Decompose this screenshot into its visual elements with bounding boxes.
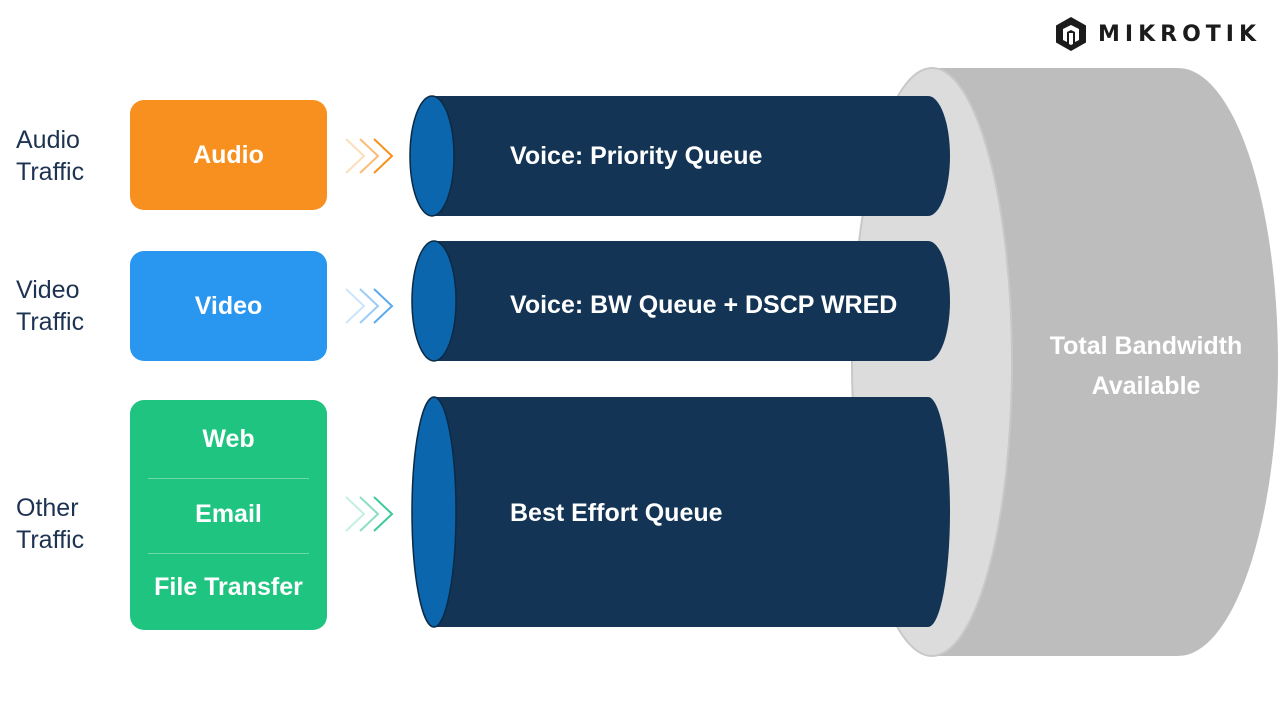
- category-label-video: Video Traffic: [16, 276, 85, 336]
- chevron-icon: [345, 288, 366, 324]
- traffic-item-video: Video: [194, 291, 263, 320]
- divider: [148, 553, 309, 554]
- traffic-item-email: Email: [195, 500, 262, 528]
- chevron-icon: [345, 138, 366, 174]
- traffic-item-web: Web: [202, 425, 255, 453]
- pipe-voice-priority: [409, 95, 950, 217]
- queue-label-best-effort: Best Effort Queue: [510, 499, 723, 527]
- traffic-box-video: Video: [130, 251, 327, 361]
- chevron-icon: [373, 496, 394, 532]
- mikrotik-hex-icon: [1056, 17, 1086, 51]
- traffic-item-audio: Audio: [193, 140, 264, 169]
- chevron-arrows-other: [345, 496, 394, 532]
- queue-label-voice-bw-wred: Voice: BW Queue + DSCP WRED: [510, 291, 898, 319]
- chevron-icon: [373, 288, 394, 324]
- queue-label-voice-priority: Voice: Priority Queue: [510, 142, 763, 170]
- chevron-icon: [359, 138, 380, 174]
- category-label-other: Other Traffic: [16, 494, 85, 554]
- category-label-audio: Audio Traffic: [16, 126, 85, 186]
- chevron-arrows-audio: [345, 138, 394, 174]
- traffic-box-audio: Audio: [130, 100, 327, 210]
- pipe-best-effort: [411, 396, 950, 628]
- chevron-icon: [373, 138, 394, 174]
- chevron-icon: [359, 496, 380, 532]
- mikrotik-logo: MIKROTIK: [1054, 14, 1261, 54]
- pipe-voice-bw-wred: [411, 240, 950, 362]
- chevron-icon: [345, 496, 366, 532]
- traffic-box-other: Web Email File Transfer: [130, 400, 327, 630]
- divider: [148, 478, 309, 479]
- traffic-item-file-transfer: File Transfer: [154, 573, 303, 601]
- chevron-icon: [359, 288, 380, 324]
- total-bandwidth-label: Total Bandwidth Available: [1049, 332, 1243, 400]
- brand-name: MIKROTIK: [1098, 21, 1262, 47]
- chevron-arrows-video: [345, 288, 394, 324]
